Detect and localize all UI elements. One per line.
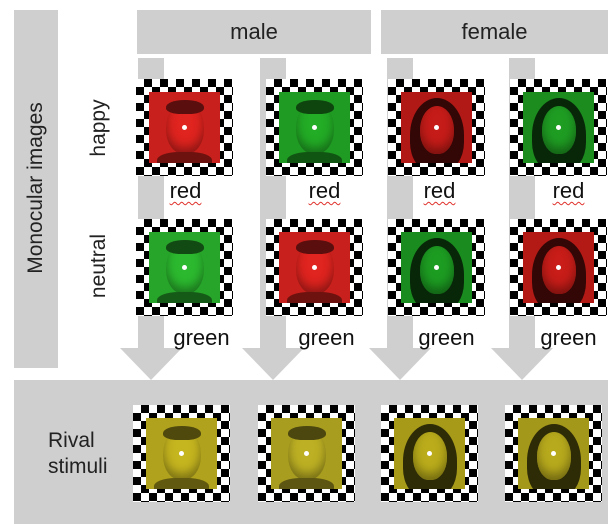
face-photo <box>401 92 472 163</box>
tile-happy-female-green <box>510 79 607 176</box>
hair-shape <box>165 100 204 114</box>
hair-shape <box>295 240 334 254</box>
label-neutral-1: green <box>173 325 230 350</box>
face-photo <box>149 232 220 303</box>
head-shape <box>412 432 447 480</box>
shoulders-shape <box>154 478 209 489</box>
fixation-dot <box>182 125 187 130</box>
row-label-happy: happy <box>87 99 110 157</box>
label-neutral-3: green <box>418 325 475 350</box>
hair-shape <box>295 100 334 114</box>
shoulders-shape <box>287 292 342 303</box>
male-header: male <box>137 10 371 54</box>
hair-shape <box>162 426 201 440</box>
female-header: female <box>381 10 608 54</box>
female-header-label: female <box>461 19 528 44</box>
tile-neutral-male-red <box>266 219 363 316</box>
fixation-dot <box>427 451 432 456</box>
head-shape <box>419 106 454 154</box>
tile-rival-male-2 <box>258 405 355 502</box>
head-shape <box>541 106 576 154</box>
head-shape <box>419 246 454 294</box>
shoulders-shape <box>279 478 334 489</box>
fixation-dot <box>312 125 317 130</box>
tile-happy-male-green <box>266 79 363 176</box>
hair-shape <box>165 240 204 254</box>
face-photo <box>518 418 589 489</box>
fixation-dot <box>556 125 561 130</box>
fixation-dot <box>304 451 309 456</box>
tile-neutral-male-green <box>136 219 233 316</box>
tile-neutral-female-green <box>388 219 485 316</box>
face-photo <box>279 92 350 163</box>
face-photo <box>271 418 342 489</box>
row-label-neutral: neutral <box>87 233 110 299</box>
male-header-label: male <box>230 19 278 44</box>
head-shape <box>536 432 571 480</box>
face-photo <box>149 92 220 163</box>
shoulders-shape <box>157 152 212 163</box>
tile-happy-male-red <box>136 79 233 176</box>
face-photo <box>146 418 217 489</box>
shoulders-shape <box>157 292 212 303</box>
fixation-dot <box>551 451 556 456</box>
label-happy-2: red <box>308 178 341 203</box>
fixation-dot <box>182 265 187 270</box>
fixation-dot <box>312 265 317 270</box>
tile-neutral-female-red <box>510 219 607 316</box>
tile-rival-male-1 <box>133 405 230 502</box>
hair-shape <box>287 426 326 440</box>
fixation-dot <box>434 265 439 270</box>
tile-happy-female-red <box>388 79 485 176</box>
face-photo <box>523 232 594 303</box>
label-happy-4: red <box>552 178 585 203</box>
label-happy-1: red <box>169 178 202 203</box>
fixation-dot <box>556 265 561 270</box>
fixation-dot <box>434 125 439 130</box>
face-photo <box>394 418 465 489</box>
label-neutral-4: green <box>540 325 597 350</box>
shoulders-shape <box>287 152 342 163</box>
monocular-band <box>14 10 58 368</box>
label-happy-3: red <box>423 178 456 203</box>
tile-rival-female-2 <box>505 405 602 502</box>
face-photo <box>401 232 472 303</box>
tile-rival-female-1 <box>381 405 478 502</box>
rival-stimuli-label: Rival stimuli <box>48 429 108 478</box>
face-photo <box>523 92 594 163</box>
head-shape <box>541 246 576 294</box>
label-neutral-2: green <box>298 325 355 350</box>
fixation-dot <box>179 451 184 456</box>
face-photo <box>279 232 350 303</box>
monocular-images-label: Monocular images <box>24 102 47 274</box>
